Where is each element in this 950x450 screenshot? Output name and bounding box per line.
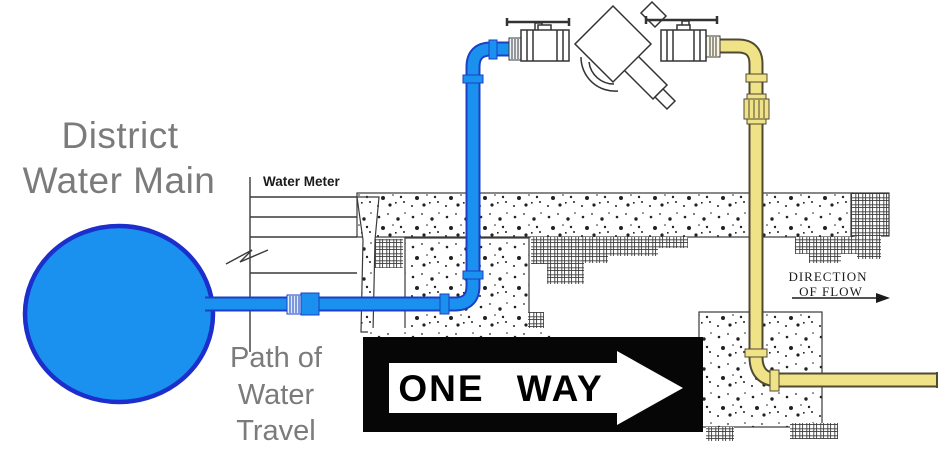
path-of-water-label-line1: Path of	[230, 342, 323, 374]
yellow-bottom-elbow-collar-h	[769, 369, 780, 392]
outlet-shutoff-valve	[644, 16, 719, 62]
path-of-water-label-line3: Travel	[236, 415, 316, 447]
wye-check-valve	[573, 0, 677, 111]
thrust-block-foot-right	[790, 423, 838, 439]
coupling-ribs	[289, 296, 300, 313]
grade-speckle-strip	[368, 328, 553, 337]
coupling-collar-top	[746, 93, 767, 100]
concrete-slab	[356, 192, 854, 238]
blue-supply-pipe	[205, 37, 523, 316]
district-water-main-label-line2: Water Main	[23, 160, 216, 201]
flow-label-line2: OF FLOW	[799, 284, 863, 299]
district-water-main-label-line1: District	[61, 115, 178, 156]
valve-body	[660, 29, 707, 62]
blue-pipe-coupling	[286, 292, 320, 316]
check-valve-body	[573, 4, 653, 84]
blue-union	[508, 37, 523, 61]
path-of-water-label-line2: Water	[238, 379, 315, 411]
blue-pipe-run	[205, 43, 511, 310]
yellow-pipe-coupling	[743, 93, 770, 125]
coupling-nut	[743, 98, 770, 120]
valve-flanges	[666, 30, 701, 61]
blue-top-elbow-collar-h	[488, 39, 498, 60]
coupling-sleeve	[300, 292, 320, 316]
one-way-sign: ONE WAY	[363, 337, 703, 432]
check-valve-branch-cap	[653, 87, 677, 111]
district-water-main-circle	[22, 223, 216, 405]
flow-direction-note: DIRECTION OF FLOW	[788, 269, 890, 303]
yellow-bottom-elbow-collar-v	[744, 348, 768, 358]
under-slab-hatch-right-step	[809, 254, 841, 263]
one-way-arrow	[389, 351, 683, 425]
backflow-preventer-assembly	[505, 0, 719, 111]
coupling-collar-bottom	[746, 118, 767, 125]
break-symbol	[225, 249, 269, 265]
blue-top-elbow-collar-v	[462, 74, 484, 84]
under-slab-hatch-left	[531, 237, 688, 284]
check-valve-bend-lines	[580, 56, 619, 92]
one-way-label: ONE WAY	[398, 368, 603, 409]
pier-foot-hatch	[528, 312, 544, 330]
slab-end-hatch-block	[850, 192, 890, 237]
blue-elbow-collar-h	[439, 293, 450, 315]
flow-direction-arrow-head	[876, 293, 890, 303]
yellow-union	[705, 35, 721, 58]
valve-flanges	[526, 30, 564, 61]
inlet-shutoff-valve	[505, 18, 571, 62]
flow-label-line1: DIRECTION	[788, 269, 867, 284]
coupling-ribs	[748, 100, 765, 118]
yellow-outlet-pipe	[705, 35, 938, 392]
union-ribs	[709, 37, 717, 56]
under-slab-hatch-right	[795, 237, 858, 254]
water-meter-box	[225, 177, 357, 352]
thrust-block-foot-left	[706, 427, 734, 441]
water-meter-label: Water Meter	[263, 174, 341, 189]
blue-elbow-collar-v	[462, 270, 484, 280]
valve-handle	[505, 18, 571, 26]
meter-box-course-lines	[250, 196, 357, 274]
valve-handle	[644, 16, 719, 24]
valve-body	[520, 29, 570, 62]
union-ribs	[511, 39, 519, 59]
yellow-top-elbow-collar	[745, 73, 768, 83]
diagram-labels: District Water Main Water Meter Path of …	[23, 115, 341, 447]
slab-end-hatch-step	[857, 236, 881, 259]
